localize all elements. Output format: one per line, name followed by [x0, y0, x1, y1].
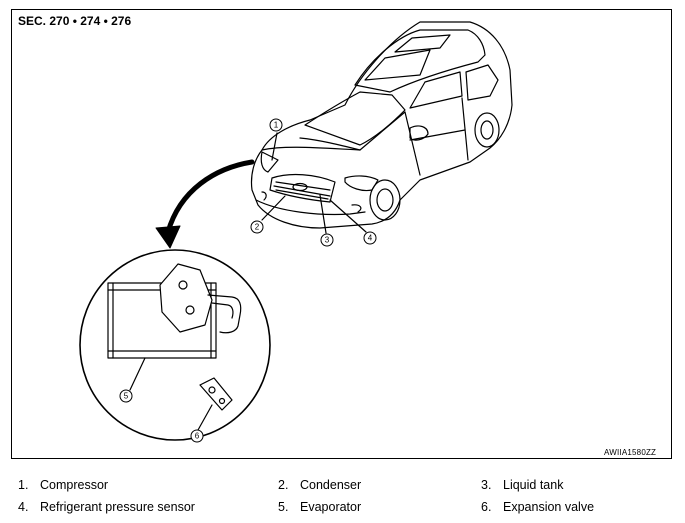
legend-label: Expansion valve	[503, 500, 595, 514]
legend-item: 2. Condenser	[278, 478, 361, 492]
evaporator-detail	[107, 263, 242, 411]
callout-3: 3	[325, 236, 330, 245]
legend-item: 3. Liquid tank	[481, 478, 563, 492]
callout-1: 1	[274, 121, 279, 130]
legend-item: 6. Expansion valve	[481, 500, 594, 514]
legend-number: 6.	[481, 500, 492, 514]
figure-code: AWIIA1580ZZ	[604, 448, 657, 457]
callout-2: 2	[255, 223, 260, 232]
diagram-frame	[11, 9, 672, 459]
legend-label: Condenser	[300, 478, 362, 492]
legend-label: Refrigerant pressure sensor	[40, 500, 195, 514]
legend-label: Liquid tank	[503, 478, 564, 492]
legend-number: 4.	[18, 500, 29, 514]
legend-item: 1. Compressor	[18, 478, 108, 492]
section-reference: SEC. 270 • 274 • 276	[18, 14, 132, 28]
legend-number: 3.	[481, 478, 492, 492]
legend-number: 1.	[18, 478, 29, 492]
legend-number: 2.	[278, 478, 289, 492]
legend-item: 5. Evaporator	[278, 500, 361, 514]
legend-item: 4. Refrigerant pressure sensor	[18, 500, 195, 514]
vehicle-illustration	[250, 21, 513, 229]
callout-6: 6	[195, 432, 200, 441]
legend-number: 5.	[278, 500, 289, 514]
callout-5: 5	[124, 392, 129, 401]
callout-4: 4	[368, 234, 373, 243]
legend-label: Compressor	[40, 478, 109, 492]
legend-label: Evaporator	[300, 500, 362, 514]
parts-legend: 1. Compressor 2. Condenser 3. Liquid tank 4…	[0, 472, 685, 522]
